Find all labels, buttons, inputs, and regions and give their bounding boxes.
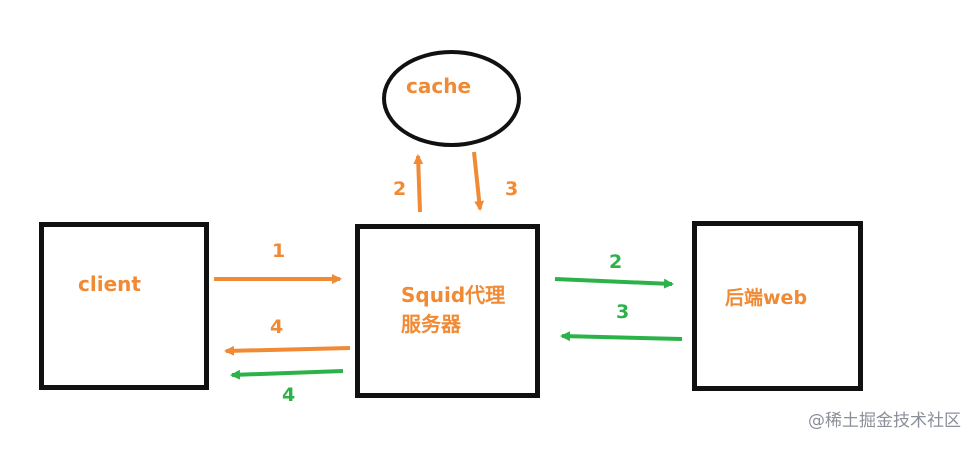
arrow-proxy-to-client-cached xyxy=(224,345,351,356)
arrow-proxy-to-backend xyxy=(554,277,674,289)
arrow-label-proxy-to-cache: 2 xyxy=(393,178,407,200)
proxy-label-line1: Squid代理 xyxy=(401,283,506,307)
backend-node xyxy=(692,221,863,391)
cache-label: cache xyxy=(406,74,472,98)
arrow-backend-to-proxy xyxy=(560,331,683,342)
arrow-proxy-to-cache xyxy=(413,154,424,213)
arrow-proxy-to-client-fetched xyxy=(230,369,344,380)
arrow-label-client-to-proxy: 1 xyxy=(272,240,286,262)
arrow-label-proxy-to-client-cached: 4 xyxy=(270,316,284,338)
arrow-label-backend-to-proxy: 3 xyxy=(616,301,630,323)
watermark-text: @稀土掘金技术社区 xyxy=(808,411,961,431)
proxy-label-line2: 服务器 xyxy=(401,312,461,336)
arrow-label-proxy-to-client-fetched: 4 xyxy=(282,384,296,406)
client-node xyxy=(39,222,209,390)
proxy-node xyxy=(355,224,540,398)
arrow-label-cache-to-proxy: 3 xyxy=(505,178,519,200)
cache-node xyxy=(382,50,521,147)
backend-label: 后端web xyxy=(725,287,808,309)
client-label: client xyxy=(78,272,141,296)
arrow-cache-to-proxy xyxy=(472,151,485,211)
arrow-label-proxy-to-backend: 2 xyxy=(609,251,623,273)
